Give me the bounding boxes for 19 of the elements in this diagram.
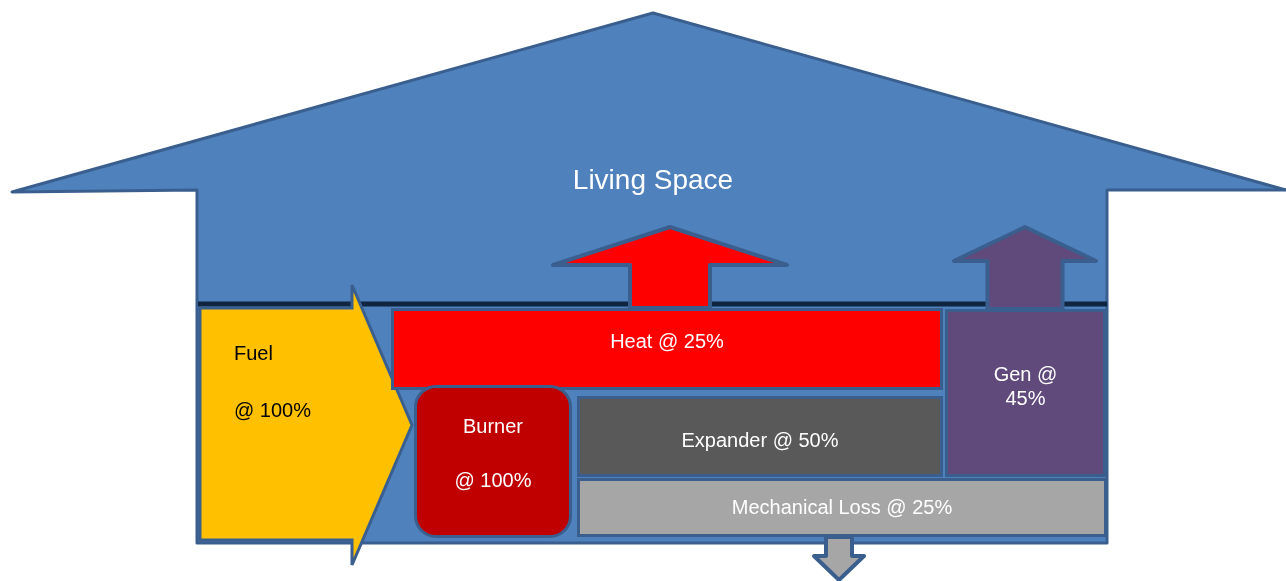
loss-bar [577, 478, 1107, 537]
input-arrow-shape [198, 283, 414, 567]
burner-box [414, 385, 572, 538]
room-label: Living Space [571, 163, 735, 197]
block-arrow [812, 535, 866, 581]
output-label: Heat @ 25% [609, 329, 725, 353]
component-label: Expander @ 50% [680, 428, 840, 452]
house-shape [12, 13, 1286, 581]
expander-bar [577, 396, 943, 477]
generator-box [945, 309, 1106, 477]
block-arrow [952, 225, 1098, 311]
heat-bar [391, 308, 943, 390]
block-arrow [551, 225, 789, 310]
loss-label: Mechanical Loss @ 25% [730, 495, 954, 519]
percentage-label: @ 100% [453, 468, 533, 492]
component-label: Gen @ 45% [992, 362, 1059, 410]
input-label: Fuel [234, 341, 274, 365]
component-label: Burner [462, 414, 524, 438]
percentage-label: @ 100% [234, 398, 312, 422]
